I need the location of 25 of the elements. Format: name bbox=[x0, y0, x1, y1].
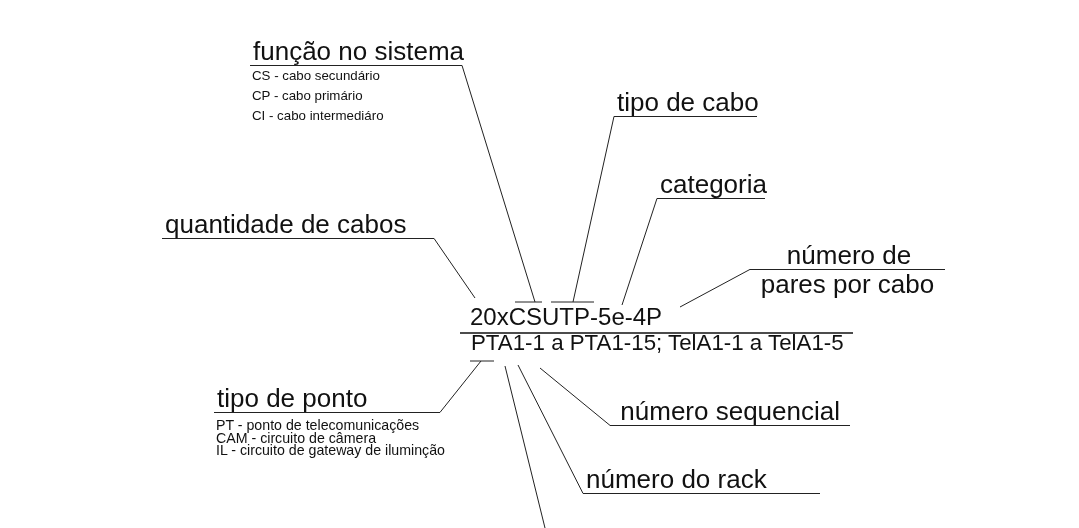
callout-label: tipo de ponto bbox=[214, 385, 440, 413]
leader-line bbox=[550, 115, 615, 303]
leader-line bbox=[517, 364, 584, 494]
legend-text: IL - circuito de gateway de iluminção bbox=[215, 444, 445, 457]
callout-label: tipo de cabo bbox=[614, 89, 757, 117]
cable-code: 20xCSUTP-5e-4P bbox=[470, 305, 663, 329]
legend-text: CS - cabo secundário bbox=[251, 67, 381, 85]
leader-line bbox=[621, 197, 658, 306]
callout-label: categoria bbox=[657, 171, 765, 199]
callout-label: pares por cabo bbox=[759, 270, 936, 298]
callout-label: função no sistema bbox=[250, 38, 462, 66]
cable-code: PTA1-1 a PTA1-15; TelA1-1 a TelA1-5 bbox=[471, 332, 844, 355]
leader-line bbox=[539, 367, 611, 426]
leader-line bbox=[461, 64, 543, 303]
leader-line bbox=[439, 360, 495, 413]
leader-line bbox=[504, 365, 546, 528]
legend-text: CP - cabo primário bbox=[251, 87, 364, 105]
callout-label: quantidade de cabos bbox=[162, 211, 434, 239]
callout-label: número de bbox=[750, 242, 945, 270]
legend-text: CI - cabo intermediáro bbox=[251, 107, 385, 125]
legend-text: PT - ponto de telecomunicações bbox=[215, 419, 421, 432]
leader-line bbox=[679, 268, 751, 308]
leader-line bbox=[433, 237, 476, 299]
callout-label: número sequencial bbox=[610, 398, 850, 426]
callout-label: número do rack bbox=[583, 466, 820, 494]
